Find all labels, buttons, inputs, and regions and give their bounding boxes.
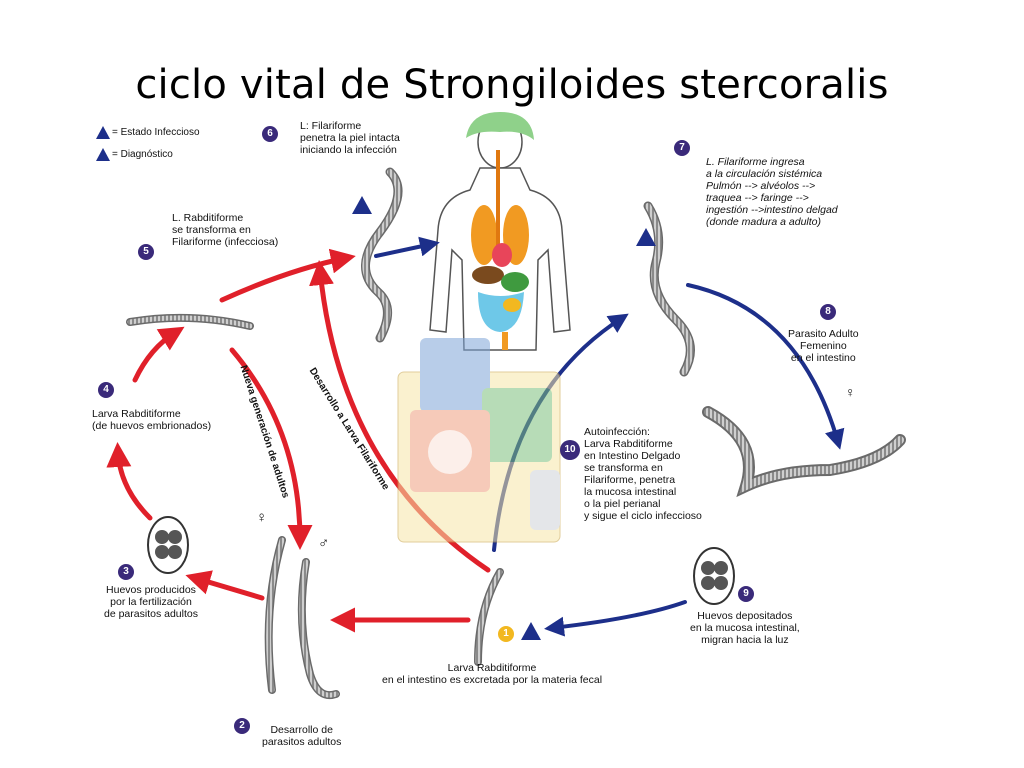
step-10-badge: 10: [560, 440, 580, 460]
step-9-badge: 9: [738, 586, 754, 602]
legend-infective-label: = Estado Infeccioso: [112, 127, 200, 139]
arrow-6-to-body: [374, 236, 440, 258]
egg-step-3: [147, 516, 189, 574]
step-1-badge: 1: [498, 626, 514, 642]
arrow-9-to-1: [544, 600, 687, 637]
larvae-and-worms: [126, 167, 906, 699]
infective-stage-icon: [96, 126, 110, 139]
watermark-logo: [397, 338, 561, 543]
arrow-new-generation: [229, 347, 313, 550]
arrow-5-to-6: [219, 248, 356, 303]
arrow-2-to-3: [185, 570, 265, 601]
egg-step-9: [693, 547, 735, 605]
arrow-3-to-4: [106, 442, 153, 521]
infective-stage-marker-7: [636, 228, 656, 246]
step-6-badge: 6: [262, 126, 278, 142]
legend-infective: = Estado Infeccioso: [96, 126, 200, 139]
adult-male-free: [297, 558, 340, 699]
female-symbol-2: ♀: [256, 509, 268, 526]
step-2-badge: 2: [234, 718, 250, 734]
arrow-4-to-5: [132, 326, 185, 383]
page-title: ciclo vital de Strongiloides stercoralis: [135, 62, 889, 108]
step-4-badge: 4: [98, 382, 114, 398]
diagnostic-stage-icon: [96, 148, 110, 161]
human-body-figure: [429, 112, 571, 351]
infective-stage-marker-6: [352, 196, 372, 214]
diagnostic-stage-marker-1: [521, 622, 541, 640]
legend-diagnostic-label: = Diagnóstico: [112, 149, 173, 161]
step-5-badge: 5: [138, 244, 154, 260]
male-symbol-2: ♂: [318, 535, 330, 552]
arrow-7-to-8: [686, 283, 845, 450]
female-symbol-8: ♀: [845, 384, 856, 400]
step-8-badge: 8: [820, 304, 836, 320]
step-3-badge: 3: [118, 564, 134, 580]
legend-diagnostic: = Diagnóstico: [96, 148, 173, 161]
step-4-label: Larva Rabditiforme(de huevos embrionados…: [92, 408, 212, 432]
step-7-badge: 7: [674, 140, 690, 156]
